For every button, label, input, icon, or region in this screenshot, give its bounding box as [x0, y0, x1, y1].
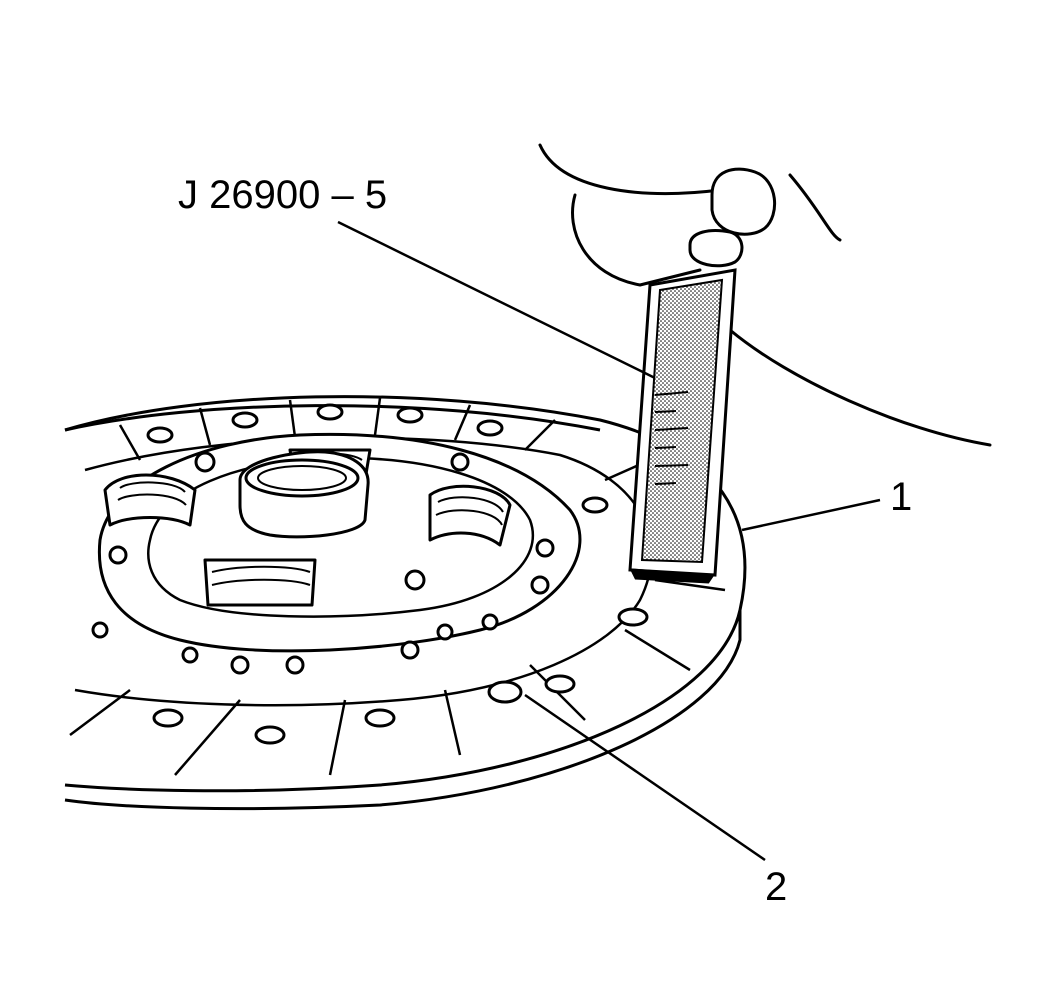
part-1-callout: 1: [890, 475, 912, 519]
leader-line-part-1: [741, 498, 881, 532]
leader-line-part-2: [524, 693, 766, 862]
clutch-hub: [91, 432, 582, 675]
thumb-tip: [688, 167, 777, 268]
tool-number-label: J 26900 – 5: [178, 173, 387, 217]
leader-line-tool: [337, 220, 656, 380]
depth-gauge-tool: [628, 268, 737, 584]
part-2-callout: 2: [765, 865, 787, 909]
leader-lines: [337, 220, 881, 862]
hand-illustration: [538, 143, 992, 447]
